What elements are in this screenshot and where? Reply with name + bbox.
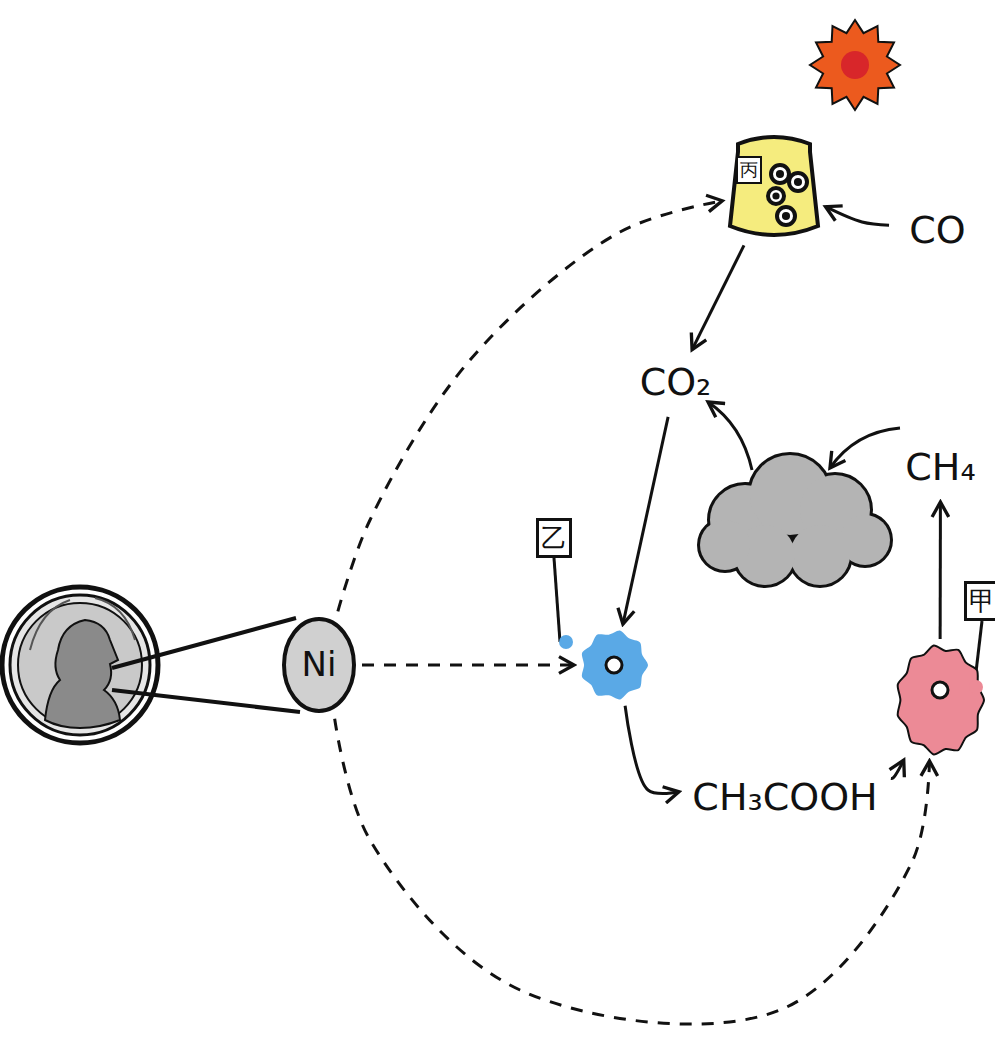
- chemical-label: CH₃COOH: [685, 770, 885, 826]
- cell-body: [898, 646, 984, 755]
- cell-nucleus: [606, 657, 622, 673]
- cell-dot: [776, 170, 784, 178]
- sun-core: [841, 51, 869, 79]
- cell-dot: [768, 188, 784, 204]
- flow-arrow: [623, 417, 668, 624]
- sign-label: 乙: [536, 518, 572, 558]
- chemical-formula: CO: [895, 205, 980, 257]
- element-circle: Ni: [282, 617, 356, 713]
- cloud-arrow: [830, 428, 900, 468]
- chemical-label: CO: [895, 205, 980, 257]
- cell-body: [582, 630, 648, 699]
- flow-arrow: [826, 207, 890, 226]
- node-outline: [580, 630, 648, 700]
- node-outline: [728, 130, 820, 240]
- cell-hand: [969, 680, 983, 694]
- element-symbol: Ni: [282, 617, 356, 713]
- dashed-arrow: [335, 719, 930, 1024]
- microbe-jar: 丙: [728, 130, 820, 240]
- jar-outline: [730, 137, 818, 235]
- microbe-cell: 乙: [580, 630, 648, 700]
- cell-hand: [559, 635, 573, 649]
- cell-dot: [789, 173, 807, 191]
- dashed-arrow: [338, 201, 722, 612]
- sign-stick: [554, 558, 560, 642]
- chemical-formula: CH₃COOH: [685, 770, 885, 826]
- cell-dot: [777, 207, 795, 225]
- microbe-cell: 甲: [900, 645, 980, 755]
- flow-arrow: [891, 760, 904, 778]
- flow-arrow: [692, 245, 744, 349]
- chemical-label: CH₄: [893, 440, 988, 496]
- sign-label: 丙: [736, 156, 762, 184]
- sun-symbol: [810, 20, 900, 110]
- chemical-formula: CH₄: [893, 440, 988, 496]
- cell-dot: [772, 192, 779, 199]
- flow-arrow: [939, 502, 942, 639]
- cell-dot: [782, 212, 790, 220]
- zoom-line: [112, 690, 300, 712]
- cell-dot: [794, 178, 802, 186]
- node-outline: [900, 645, 980, 755]
- chemical-label: CO₂: [628, 355, 723, 411]
- chemical-formula: CO₂: [628, 355, 723, 411]
- cell-nucleus: [932, 682, 948, 698]
- dashed-arrow: [362, 664, 574, 667]
- methane-cloud: [700, 455, 890, 585]
- sign-label: 甲: [964, 581, 995, 621]
- zoom-line: [112, 618, 296, 668]
- cloud-arrow: [708, 402, 752, 470]
- cell-dot: [771, 165, 789, 183]
- nickel-coin: [2, 587, 158, 743]
- flow-arrow: [625, 706, 679, 794]
